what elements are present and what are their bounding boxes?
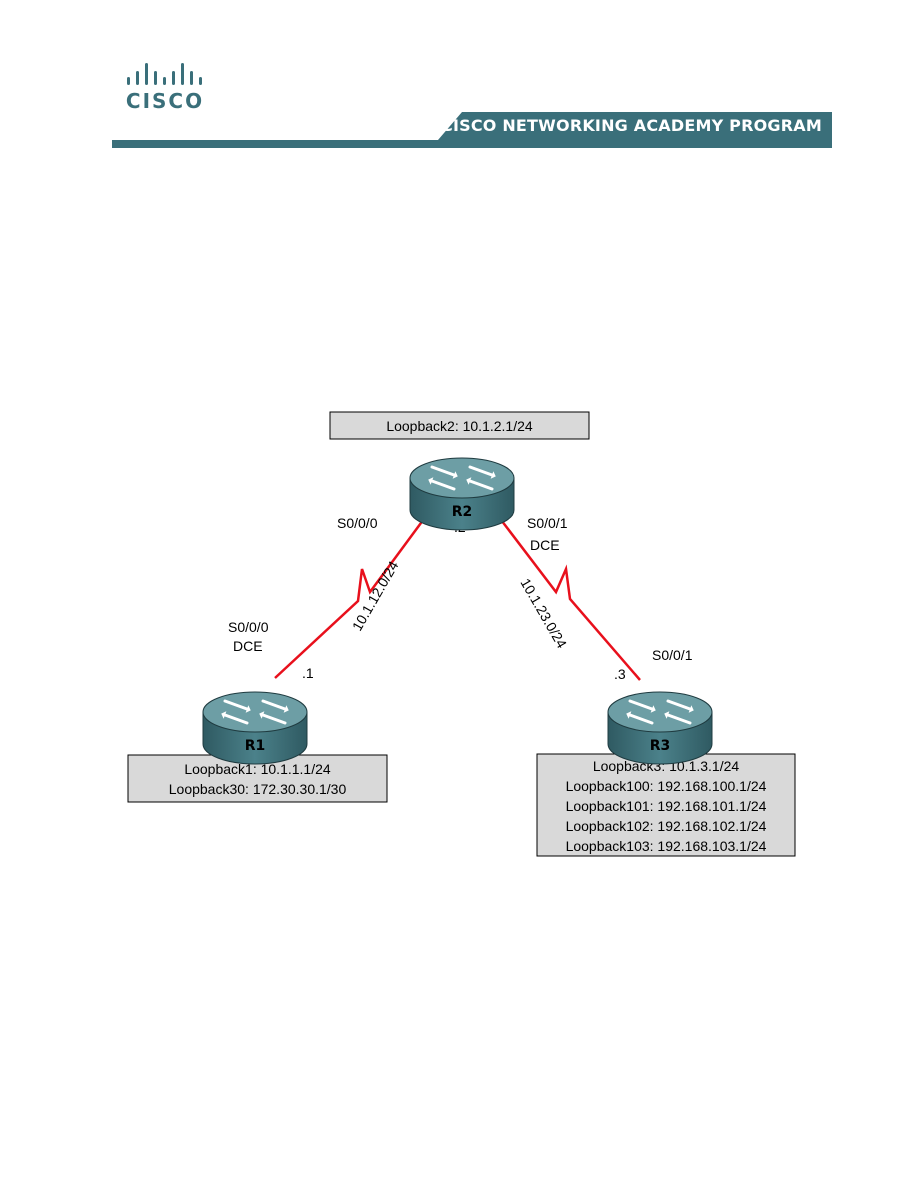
router-r3[interactable]: R3	[607, 691, 713, 765]
router-label: R1	[245, 738, 266, 754]
router-r1[interactable]: R1	[202, 691, 308, 765]
loopback-r1-line: Loopback30: 172.30.30.1/30	[169, 781, 347, 797]
cisco-logo-text: CISCO	[126, 89, 204, 113]
network-label-r1-r2: 10.1.12.0/24	[349, 558, 402, 634]
loopback-r1-line: Loopback1: 10.1.1.1/24	[184, 761, 331, 777]
serial-link-r2-r3	[491, 507, 641, 681]
header-banner	[112, 112, 832, 148]
loopback-box-r2: Loopback2: 10.1.2.1/24	[329, 411, 590, 440]
network-label-r2-r3: 10.1.23.0/24	[517, 576, 570, 652]
loopback-r3-line: Loopback102: 192.168.102.1/24	[566, 818, 767, 834]
cisco-logo: CISCO	[126, 63, 204, 113]
r1-dce-label: DCE	[233, 638, 263, 654]
r2-s000-port-label: S0/0/0	[337, 515, 378, 531]
loopback-r3-line: Loopback100: 192.168.100.1/24	[566, 778, 767, 794]
loopback-r3-line: Loopback3: 10.1.3.1/24	[593, 758, 740, 774]
router-icon	[409, 457, 515, 531]
r1-port-label: S0/0/0	[228, 619, 269, 635]
r3-host-label: .3	[614, 666, 626, 682]
serial-link-r1-r2	[274, 507, 434, 679]
router-icon	[202, 691, 308, 765]
loopback-box-r3: Loopback3: 10.1.3.1/24 Loopback100: 192.…	[536, 753, 796, 857]
loopback-r3-line: Loopback103: 192.168.103.1/24	[566, 838, 767, 854]
router-icon	[607, 691, 713, 765]
r2-dce-label: DCE	[530, 537, 560, 553]
router-label: R3	[650, 738, 671, 754]
r2-s001-port-label: S0/0/1	[527, 515, 568, 531]
router-r2[interactable]: R2	[409, 457, 515, 531]
router-label: R2	[452, 504, 473, 520]
loopback-r2-line: Loopback2: 10.1.2.1/24	[386, 418, 533, 434]
cisco-bars-icon	[127, 63, 202, 85]
r3-port-label: S0/0/1	[652, 647, 693, 663]
loopback-r3-line: Loopback101: 192.168.101.1/24	[566, 798, 767, 814]
page-header: CISCO CISCO NETWORKING ACADEMY PROGRAM	[112, 63, 832, 148]
r1-host-label: .1	[302, 665, 314, 681]
program-title: CISCO NETWORKING ACADEMY PROGRAM	[441, 116, 822, 135]
